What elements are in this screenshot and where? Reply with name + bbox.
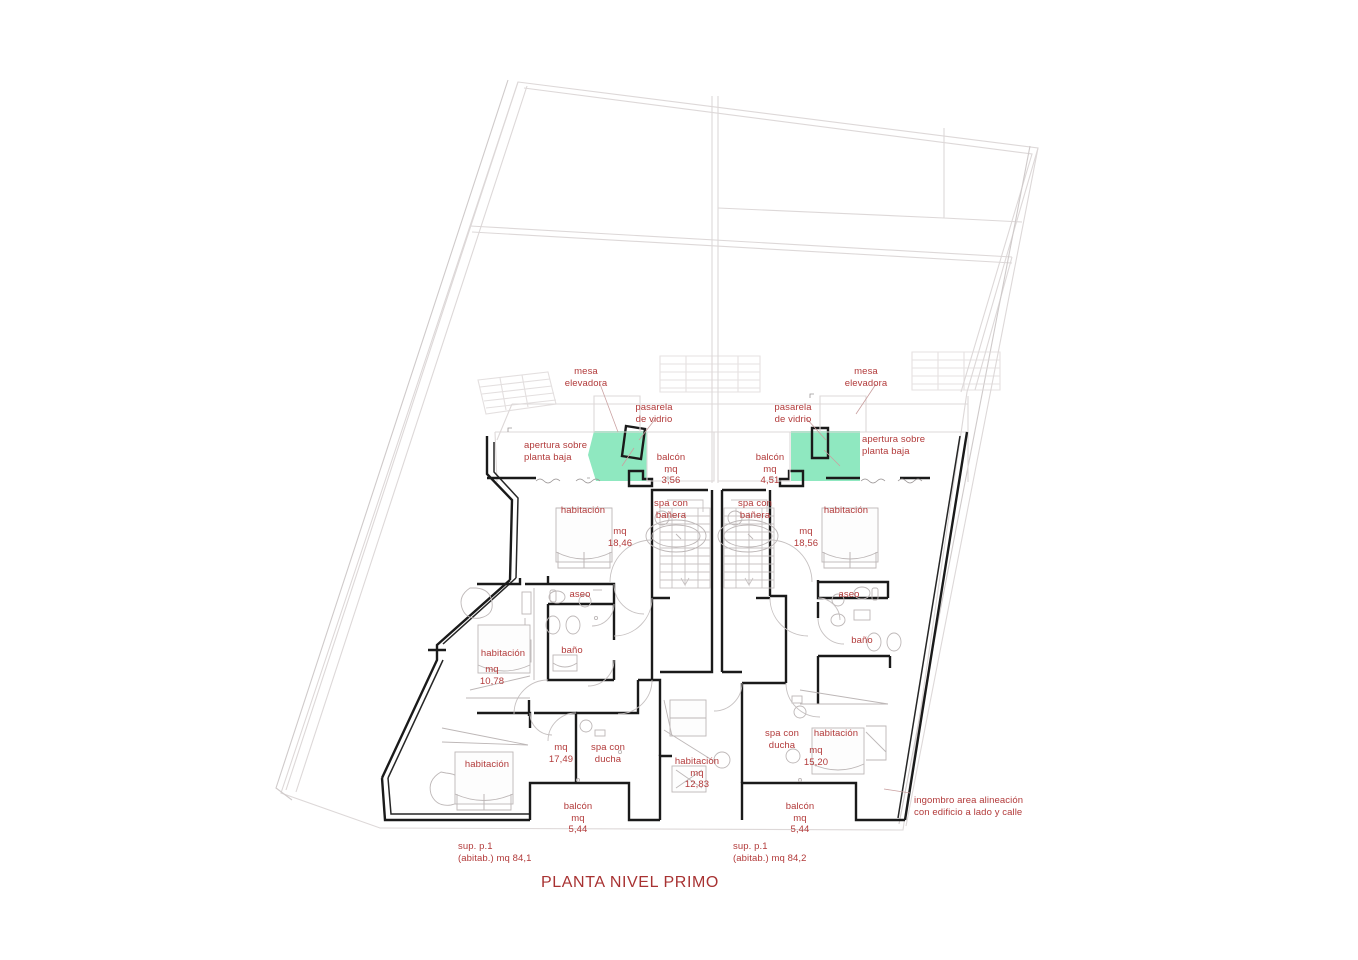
furniture-spa-ducha-left — [579, 719, 623, 755]
annotation-habitacion-w-area: mq 10,78 — [479, 664, 505, 687]
annotation-pasarela-vidrio-right: pasarela de vidrio — [774, 402, 812, 425]
furniture-bedroom-ne — [821, 507, 879, 569]
mesa-elevadora-box-right — [819, 395, 867, 433]
upper-terrace-outline — [494, 396, 969, 483]
furniture-aseo-right — [831, 586, 879, 607]
annotation-balcon-right-bottom: balcón mq 5,44 — [785, 801, 815, 835]
pasarela-box-right — [810, 426, 830, 460]
staircase-left — [659, 499, 711, 589]
furniture-bedroom-center-south — [663, 699, 731, 793]
annotation-balcon-right-top: balcón mq 4,51 — [755, 452, 785, 486]
annotation-spa-ducha-left: spa con ducha — [591, 742, 625, 765]
annotation-aseo-right: aseo — [838, 589, 860, 600]
furniture-bano-right — [830, 609, 902, 652]
annotation-mesa-elevadora-left: mesa elevadora — [564, 366, 608, 389]
annotation-apertura-planta-baja-left: apertura sobre planta baja — [524, 440, 588, 463]
furniture-spa-ducha-right — [791, 695, 807, 719]
door-swing-arcs — [513, 539, 845, 742]
glass-walkway-highlight-areas — [588, 431, 860, 481]
furniture-bedroom-nw — [555, 507, 613, 569]
annotation-bano-right: baño — [851, 635, 873, 646]
furniture-bedroom-sw — [429, 727, 529, 811]
exterior-walls — [380, 431, 969, 822]
annotation-spa-banera-left: spa con bañera — [654, 498, 688, 521]
annotation-aseo-left: aseo — [569, 589, 591, 600]
staircase-right — [723, 499, 775, 589]
annotation-habitacion-nw-area: mq 18,46 — [607, 526, 633, 549]
annotation-ingombro-area: ingombro area alineación con edificio a … — [914, 795, 1024, 818]
green-area-left — [588, 431, 647, 481]
reference-ticks — [507, 393, 814, 782]
green-area-right — [791, 431, 860, 481]
annotation-sup-p1-right: sup. p.1 (abitab.) mq 84,2 — [733, 841, 807, 864]
mesa-elevadora-box-left — [593, 395, 641, 433]
furniture-spa-banera-left — [645, 510, 707, 553]
furniture-aseo-left — [548, 589, 602, 608]
interior-walls-left-apartment — [477, 488, 714, 783]
furniture-bano-left — [545, 615, 599, 672]
top-balcony-parapets — [627, 432, 805, 488]
annotation-apertura-planta-baja-right: apertura sobre planta baja — [862, 434, 926, 457]
annotation-habitacion-ne-area: mq 18,56 — [793, 526, 819, 549]
annotation-habitacion-sw-area: mq 17,49 — [548, 742, 574, 765]
exterior-stair-left — [477, 371, 557, 415]
roof-terrace-hatching — [659, 351, 1001, 393]
annotation-habitacion-w: habitación — [480, 648, 526, 659]
window-wave-symbols — [535, 478, 923, 484]
annotation-habitacion-sw: habitación — [464, 759, 510, 770]
annotation-habitacion-nw: habitación — [560, 505, 606, 516]
plan-title: PLANTA NIVEL PRIMO — [541, 874, 719, 891]
annotation-bano-left: baño — [561, 645, 583, 656]
annotation-habitacion-se: habitación — [813, 728, 859, 739]
annotation-mesa-elevadora-right: mesa elevadora — [844, 366, 888, 389]
annotation-balcon-left-top: balcón mq 3,56 — [656, 452, 686, 486]
furniture-bedroom-se — [785, 689, 889, 775]
annotation-spa-banera-right: spa con bañera — [738, 498, 772, 521]
glass-walkway-elements — [593, 395, 867, 461]
annotation-pasarela-vidrio-left: pasarela de vidrio — [635, 402, 673, 425]
annotation-habitacion-s-center: habitación mq 12,83 — [674, 756, 720, 790]
annotation-balcon-left-bottom: balcón mq 5,44 — [563, 801, 593, 835]
annotation-habitacion-se-area: mq 15,20 — [803, 745, 829, 768]
furniture-spa-banera-right — [717, 510, 779, 553]
annotation-spa-ducha-right: spa con ducha — [765, 728, 799, 751]
furniture-bedroom-west — [460, 587, 531, 699]
annotation-sup-p1-left: sup. p.1 (abitab.) mq 84,1 — [458, 841, 532, 864]
site-boundary-lines — [275, 79, 1039, 831]
annotation-habitacion-ne: habitación — [823, 505, 869, 516]
leader-lines — [599, 383, 911, 794]
interior-walls-right-apartment — [720, 488, 892, 783]
pasarela-box-left — [620, 424, 647, 461]
